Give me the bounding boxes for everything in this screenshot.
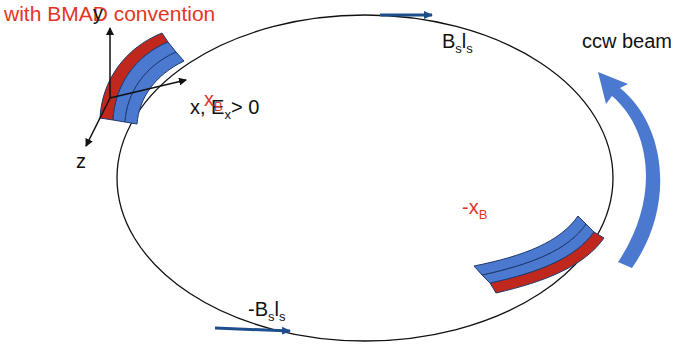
- solenoid-field: Bsls: [442, 30, 473, 52]
- label-text: ccw beam: [582, 30, 672, 52]
- label-text: x: [204, 88, 214, 110]
- heading: with BMAD convention: [4, 2, 215, 26]
- subscript: B: [214, 99, 223, 114]
- coordinate-axes: [86, 28, 186, 146]
- subscript: x: [224, 107, 231, 122]
- subscript: s: [466, 41, 473, 56]
- beam-label: ccw beam: [582, 30, 672, 52]
- label-text: B: [442, 30, 455, 52]
- label-text: z: [76, 150, 86, 172]
- magnet-left: [100, 33, 184, 124]
- axis-label: z: [76, 150, 86, 172]
- axis-label: x, Ex> 0: [190, 96, 259, 118]
- magnet-offset: xB: [204, 88, 223, 110]
- solenoid-field: -Bsls: [248, 298, 285, 320]
- subscript: s: [455, 41, 462, 56]
- solenoid-arrow: [380, 14, 432, 17]
- axis-label: y: [93, 2, 103, 24]
- subscript: s: [268, 309, 275, 324]
- magnet-right: [474, 216, 604, 293]
- solenoid-arrow: [215, 328, 290, 331]
- label-text: -x: [462, 196, 479, 218]
- beam-direction-arrow: [598, 72, 660, 268]
- subscript: B: [479, 207, 488, 222]
- label-text: l: [275, 298, 279, 320]
- subscript: s: [279, 309, 286, 324]
- label-text: > 0: [231, 96, 259, 118]
- label-text: l: [462, 30, 466, 52]
- storage-ring: [117, 15, 613, 341]
- label-text: y: [93, 2, 103, 24]
- magnet-offset: -xB: [462, 196, 487, 218]
- label-text: -B: [248, 298, 268, 320]
